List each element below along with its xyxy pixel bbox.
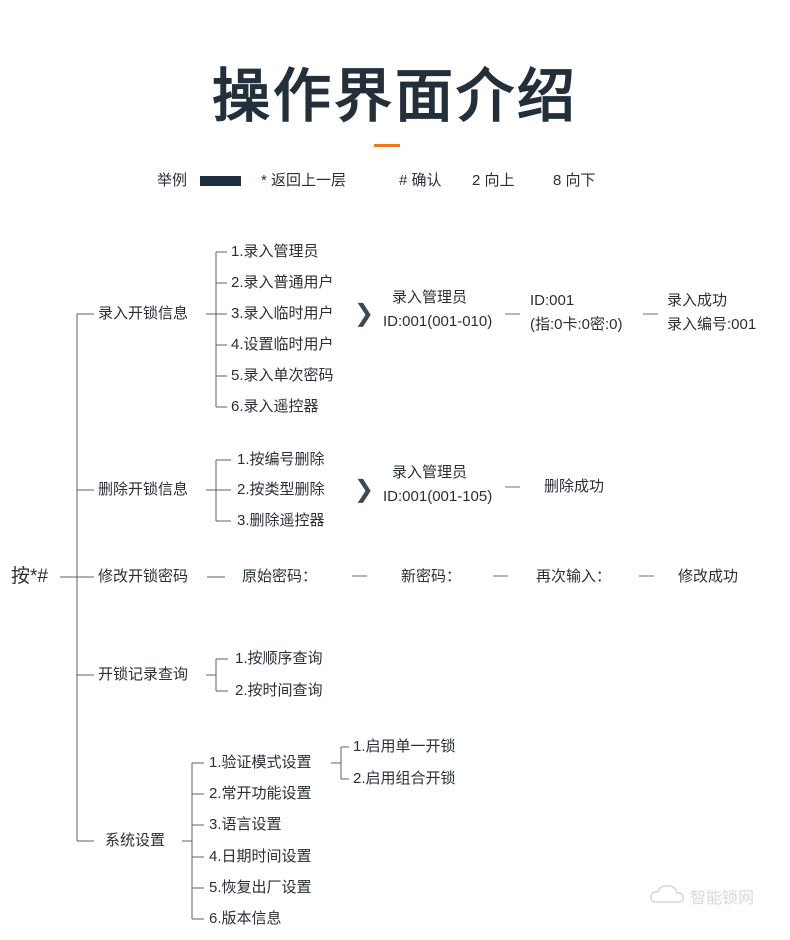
- dash-connector: —: [639, 567, 654, 584]
- cloud-logo-icon: [650, 885, 684, 903]
- password-step: 原始密码：: [242, 568, 318, 585]
- system-item: 6.版本信息: [209, 910, 282, 927]
- legend-swatch: [200, 176, 241, 186]
- enroll-item: 1.录入管理员: [231, 243, 319, 260]
- enroll-item: 3.录入临时用户: [231, 305, 334, 322]
- dash-connector: —: [505, 478, 520, 495]
- delete-step2: 删除成功: [544, 478, 605, 495]
- watermark-text: 智能锁网: [690, 890, 755, 907]
- dash-connector: —: [352, 567, 367, 584]
- menu-system: 系统设置: [105, 832, 166, 849]
- legend-hash: # 确认: [399, 172, 442, 189]
- menu-password: 修改开锁密码: [98, 568, 189, 585]
- delete-item: 3.删除遥控器: [237, 512, 325, 529]
- legend-star: * 返回上一层: [261, 172, 347, 189]
- chevron-right-icon: ❯: [354, 300, 375, 327]
- page-title: 操作界面介绍: [211, 64, 578, 129]
- enroll-item: 4.设置临时用户: [231, 336, 334, 353]
- system-item: 4.日期时间设置: [209, 848, 312, 865]
- system-sub-item: 1.启用单一开锁: [353, 738, 456, 755]
- system-item: 2.常开功能设置: [209, 785, 312, 802]
- enroll-step1-line2: ID:001(001-010): [383, 313, 493, 330]
- chevron-right-icon: ❯: [354, 476, 375, 503]
- enroll-step3-line2: 录入编号:001: [667, 316, 757, 333]
- enroll-step3-line1: 录入成功: [667, 292, 728, 309]
- records-item: 1.按顺序查询: [235, 650, 323, 667]
- system-sub-item: 2.启用组合开锁: [353, 770, 456, 787]
- records-item: 2.按时间查询: [235, 682, 323, 699]
- delete-step1-line1: 录入管理员: [392, 464, 468, 481]
- password-step: 新密码：: [401, 568, 462, 585]
- dash-connector: —: [493, 567, 508, 584]
- legend-example-label: 举例: [157, 172, 188, 189]
- enroll-step1-line1: 录入管理员: [392, 289, 468, 306]
- dash-connector: —: [643, 305, 658, 322]
- delete-step1-line2: ID:001(001-105): [383, 488, 493, 505]
- menu-enroll: 录入开锁信息: [98, 305, 189, 322]
- root-node: 按*#: [11, 566, 48, 587]
- enroll-step2-line2: (指:0卡:0密:0): [530, 316, 623, 333]
- menu-delete: 删除开锁信息: [98, 481, 189, 498]
- legend-up: 2 向上: [472, 172, 515, 189]
- menu-records: 开锁记录查询: [98, 666, 189, 683]
- legend-down: 8 向下: [553, 172, 596, 189]
- title-accent-bar: [374, 144, 400, 147]
- enroll-item: 5.录入单次密码: [231, 367, 334, 384]
- enroll-step2-line1: ID:001: [530, 292, 575, 309]
- password-step: 修改成功: [678, 568, 739, 585]
- password-step: 再次输入：: [536, 568, 612, 585]
- enroll-item: 2.录入普通用户: [231, 274, 334, 291]
- system-item: 3.语言设置: [209, 816, 282, 833]
- system-item: 5.恢复出厂设置: [209, 879, 312, 896]
- system-item: 1.验证模式设置: [209, 754, 312, 771]
- dash-connector: —: [505, 305, 520, 322]
- delete-item: 1.按编号删除: [237, 451, 325, 468]
- enroll-item: 6.录入遥控器: [231, 398, 319, 415]
- delete-item: 2.按类型删除: [237, 481, 325, 498]
